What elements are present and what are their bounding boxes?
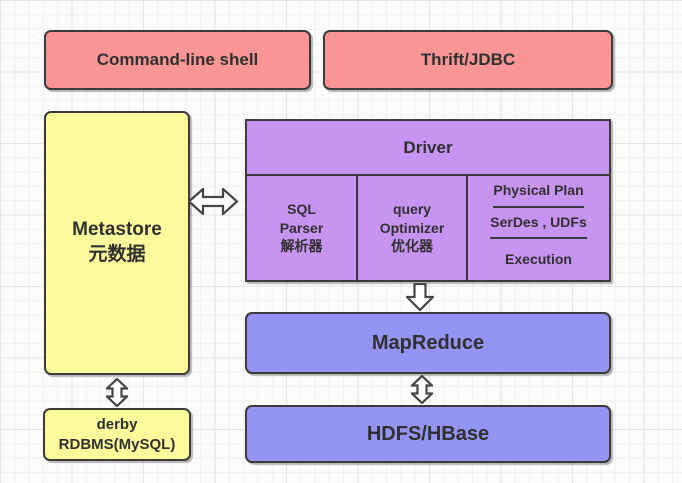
query-optimizer-line2: Optimizer [379,219,445,236]
command-line-shell-label: Command-line shell [96,49,259,69]
node-metastore: Metastore 元数据 [44,111,190,375]
query-optimizer-line3: 优化器 [391,238,433,255]
node-mapreduce: MapReduce [245,312,611,374]
node-physical-plan: Physical Plan [493,176,584,208]
query-optimizer-line1: query [392,200,432,217]
node-hdfs-hbase: HDFS/HBase [245,405,611,463]
driver-right-column: Physical Plan SerDes , UDFs Execution [468,176,609,280]
node-command-line-shell: Command-line shell [44,30,311,90]
mapreduce-hdfs-double-arrow-icon [411,375,433,404]
node-serdes-udfs: SerDes , UDFs [490,208,587,239]
driver-body: SQL Parser 解析器 query Optimizer 优化器 Physi… [247,176,609,280]
node-execution: Execution [505,251,572,268]
node-driver: Driver SQL Parser 解析器 query Optimizer 优化… [245,119,611,282]
metastore-driver-double-arrow-icon [188,188,238,215]
metastore-derby-double-arrow-icon [106,378,128,407]
thrift-jdbc-label: Thrift/JDBC [420,49,516,69]
node-derby-rdbms: derby RDBMS(MySQL) [43,408,191,461]
node-sql-parser: SQL Parser 解析器 [247,176,358,280]
derby-line2: RDBMS(MySQL) [58,435,176,453]
node-thrift-jdbc: Thrift/JDBC [323,30,613,90]
sql-parser-line2: Parser [279,219,324,236]
driver-mapreduce-down-arrow-icon [406,283,434,311]
sql-parser-line1: SQL [287,200,316,217]
driver-title: Driver [247,121,609,176]
derby-line1: derby [96,416,138,433]
node-query-optimizer: query Optimizer 优化器 [358,176,468,280]
sql-parser-line3: 解析器 [280,238,323,255]
mapreduce-label: MapReduce [371,332,485,354]
metastore-label-en: Metastore [72,219,162,241]
metastore-label-zh: 元数据 [88,244,146,265]
hdfs-hbase-label: HDFS/HBase [366,423,490,445]
